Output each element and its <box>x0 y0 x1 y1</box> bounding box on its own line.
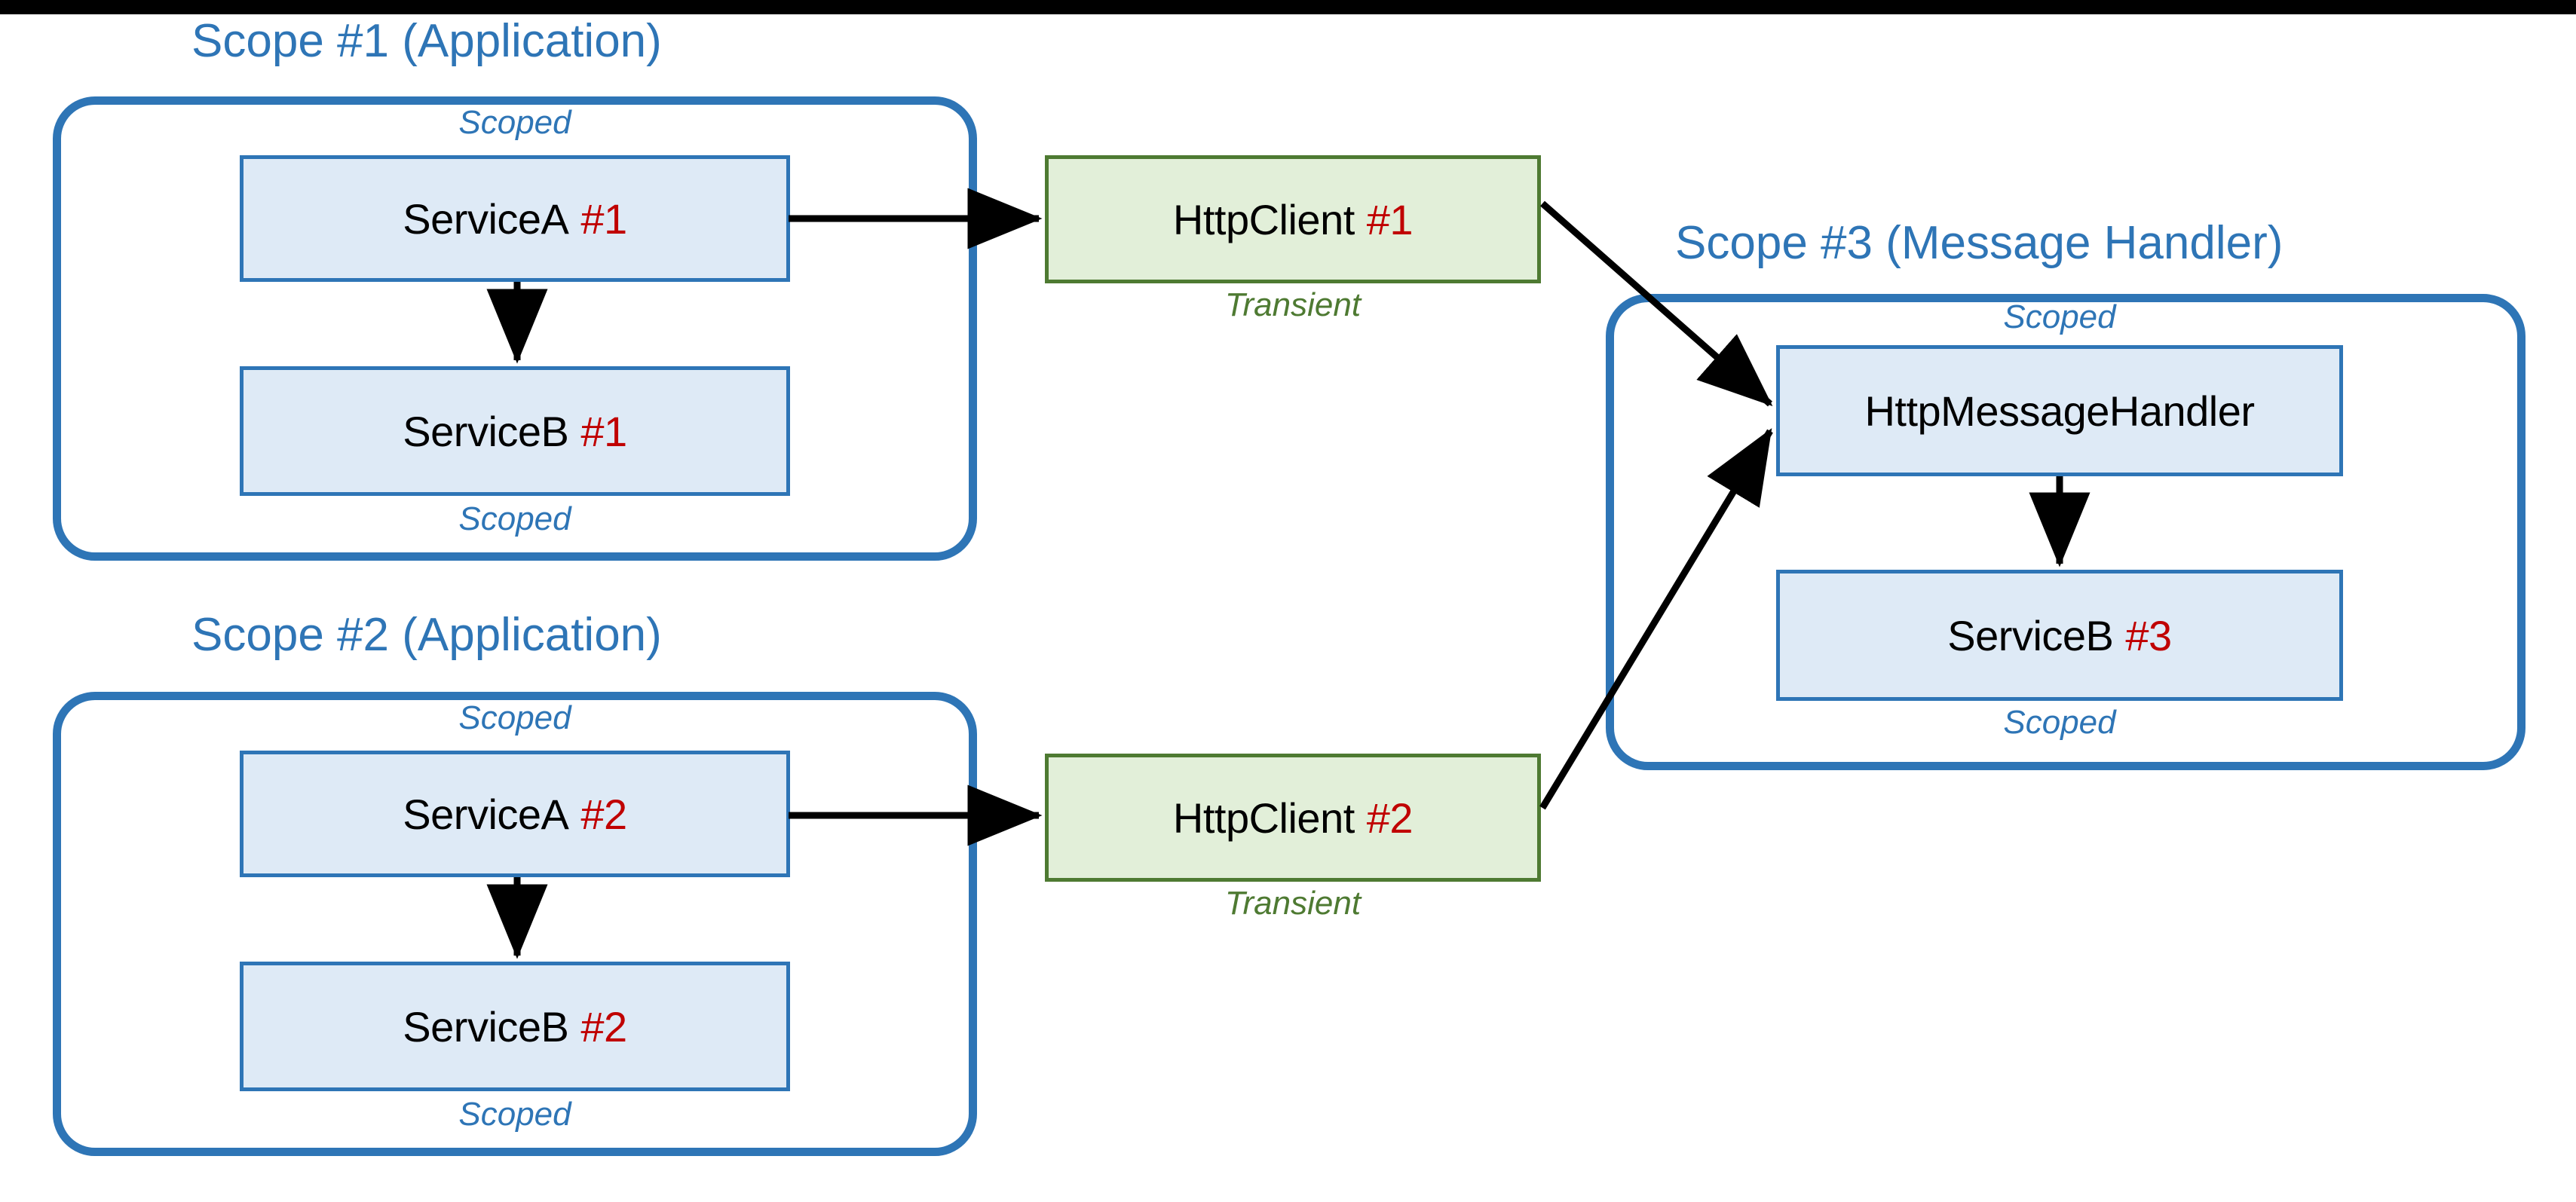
node-serviceb-3-label: ServiceB <box>1947 611 2114 659</box>
scope2-servicea-lifetime: Scoped <box>458 699 571 736</box>
node-httpclient-1-label: HttpClient <box>1172 195 1355 243</box>
top-black-bar <box>0 0 2576 14</box>
scope3-serviceb-lifetime: Scoped <box>2003 704 2116 741</box>
node-httpclient-1-index: #1 <box>1366 195 1414 243</box>
node-serviceb-2-label: ServiceB <box>403 1002 569 1051</box>
httpclient-1-lifetime: Transient <box>1224 286 1362 323</box>
node-servicea-2[interactable]: ServiceA#2 <box>240 751 790 877</box>
scope1-title: Scope #1 (Application) <box>191 15 662 67</box>
scope1-container <box>53 96 977 561</box>
node-servicea-1-index: #1 <box>580 194 627 243</box>
node-httpmessagehandler[interactable]: HttpMessageHandler <box>1776 345 2343 476</box>
node-serviceb-3-index: #3 <box>2125 611 2172 659</box>
scope1-servicea-lifetime: Scoped <box>458 104 571 141</box>
node-serviceb-2-index: #2 <box>580 1002 627 1051</box>
node-httpclient-2-label: HttpClient <box>1172 794 1355 842</box>
node-servicea-1-label: ServiceA <box>403 194 569 243</box>
scope1-serviceb-lifetime: Scoped <box>458 500 571 537</box>
node-serviceb-1-index: #1 <box>580 407 627 455</box>
node-serviceb-1[interactable]: ServiceB#1 <box>240 366 790 496</box>
node-serviceb-2[interactable]: ServiceB#2 <box>240 962 790 1091</box>
node-servicea-2-index: #2 <box>580 790 627 838</box>
node-serviceb-3[interactable]: ServiceB#3 <box>1776 570 2343 701</box>
scope3-title: Scope #3 (Message Handler) <box>1675 217 2283 269</box>
node-httpmessagehandler-label: HttpMessageHandler <box>1864 387 2255 435</box>
node-httpclient-1[interactable]: HttpClient#1 <box>1045 155 1541 283</box>
scope2-serviceb-lifetime: Scoped <box>458 1096 571 1133</box>
node-servicea-1[interactable]: ServiceA#1 <box>240 155 790 282</box>
node-servicea-2-label: ServiceA <box>403 790 569 838</box>
node-httpclient-2-index: #2 <box>1366 794 1414 842</box>
node-serviceb-1-label: ServiceB <box>403 407 569 455</box>
httpclient-2-lifetime: Transient <box>1224 885 1362 922</box>
scope2-title: Scope #2 (Application) <box>191 609 662 661</box>
node-httpclient-2[interactable]: HttpClient#2 <box>1045 754 1541 882</box>
scope2-container <box>53 692 977 1156</box>
scope3-handler-lifetime: Scoped <box>2003 298 2116 335</box>
